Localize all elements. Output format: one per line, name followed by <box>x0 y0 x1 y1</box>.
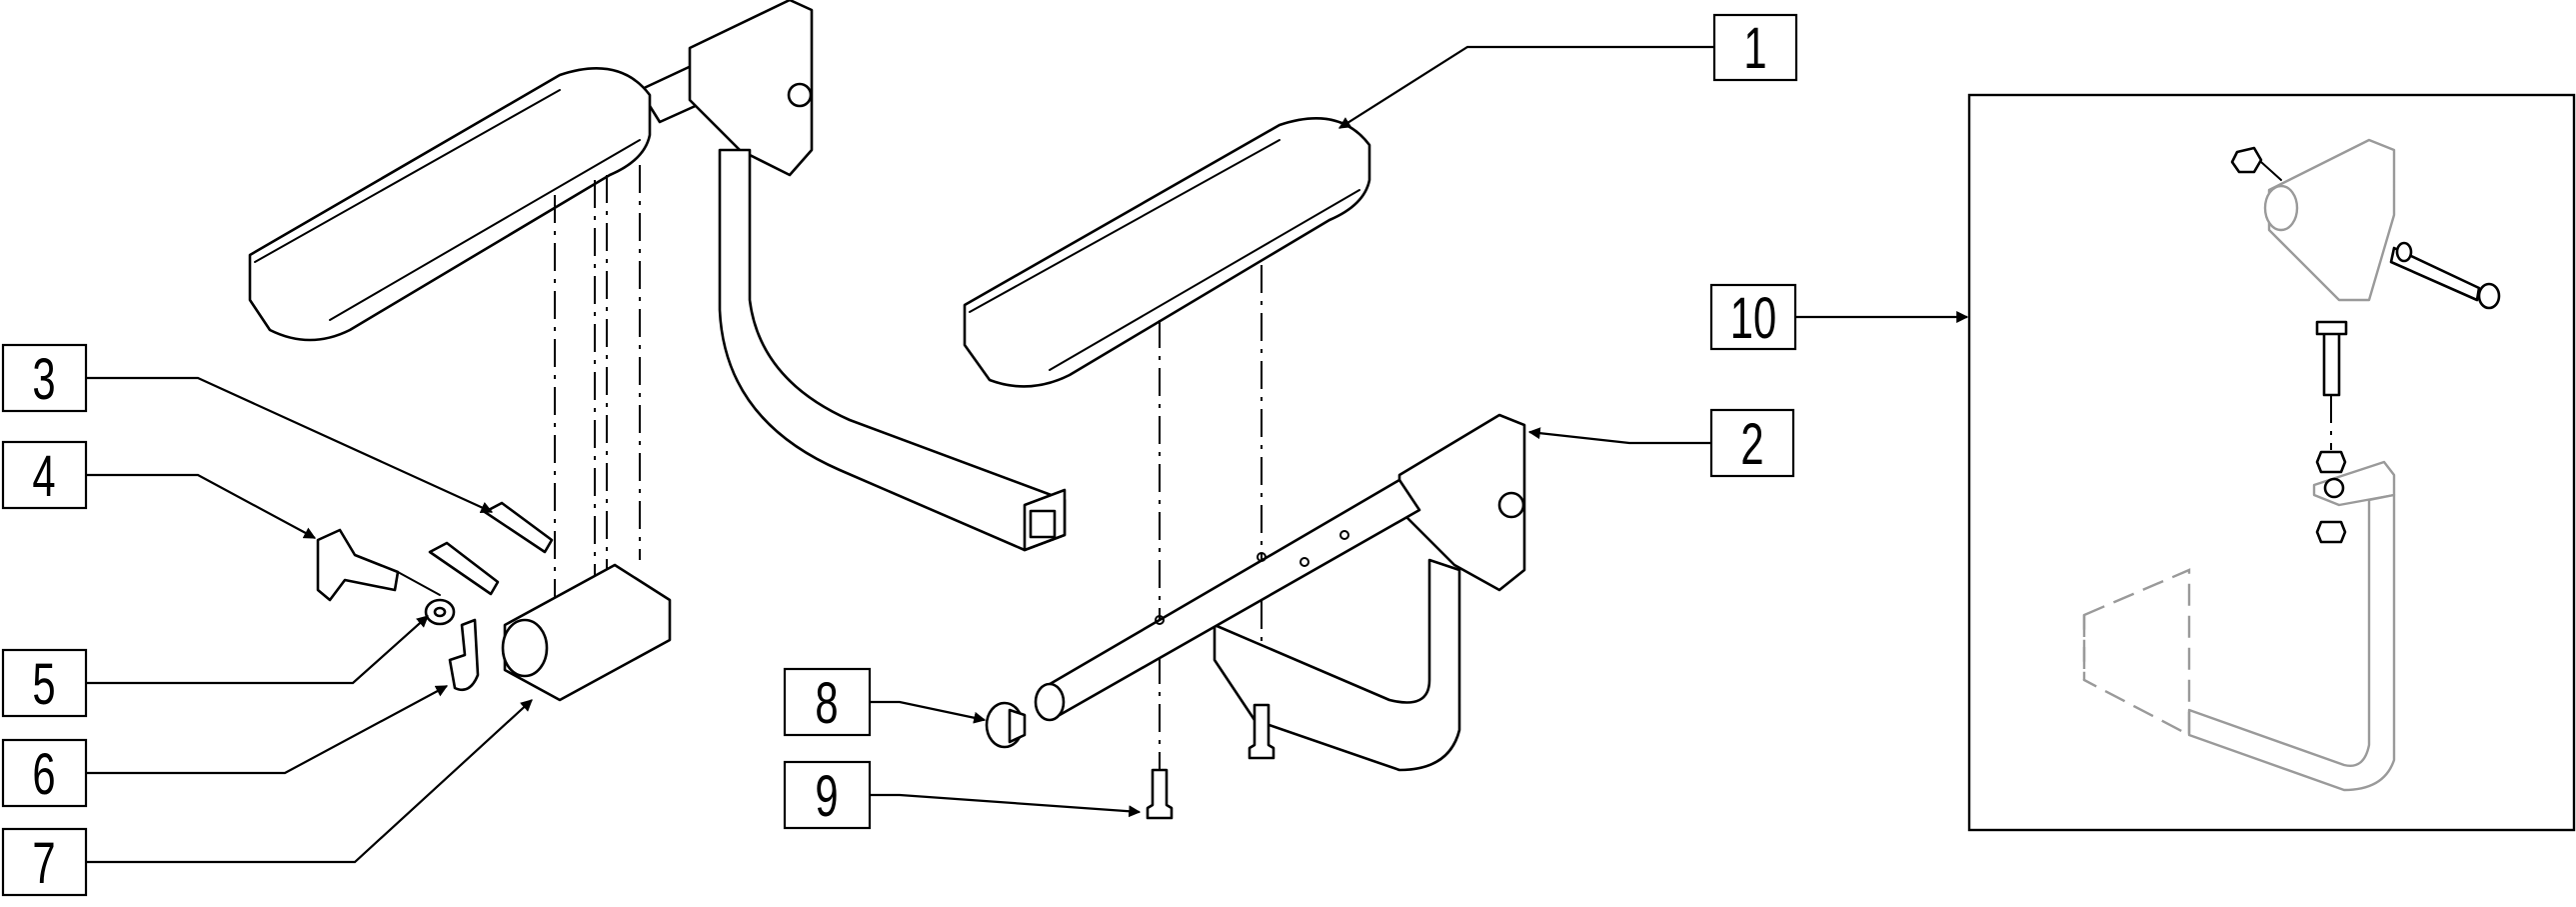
leader-1 <box>1337 45 1714 129</box>
callout-6: 6 <box>1 738 88 808</box>
callout-3-label: 3 <box>32 346 55 411</box>
callout-9-label: 9 <box>815 763 838 828</box>
callout-8-label: 8 <box>815 670 838 735</box>
center-frame-u <box>1213 558 1461 772</box>
leader-7 <box>86 699 533 864</box>
left-armrest-assembly <box>248 0 1067 702</box>
callout-8: 8 <box>783 667 872 737</box>
left-frame-socket <box>688 0 814 177</box>
leader-5 <box>86 615 429 685</box>
detail-nut-lower <box>2315 520 2347 544</box>
detail-nut <box>2230 146 2263 174</box>
bolt-9a <box>1146 768 1174 820</box>
callout-10-label: 10 <box>1730 285 1776 350</box>
callout-9: 9 <box>783 760 872 830</box>
leader-3 <box>86 376 494 514</box>
leader-8 <box>870 700 987 724</box>
center-armrest-assembly <box>963 117 1526 820</box>
left-frame-square-opening <box>1029 509 1057 539</box>
leader-lines <box>86 45 1969 864</box>
callout-6-label: 6 <box>32 741 55 806</box>
callout-7-label: 7 <box>32 830 55 895</box>
callout-2-label: 2 <box>1740 411 1763 476</box>
center-armrest-pad <box>963 117 1371 388</box>
leader-4 <box>86 473 317 539</box>
leader-6 <box>86 685 449 775</box>
leader-9 <box>870 793 1142 818</box>
leader-2 <box>1527 427 1711 445</box>
left-frame-nut <box>787 82 813 108</box>
bolt-9b <box>1248 703 1276 760</box>
callout-3: 3 <box>1 343 88 413</box>
center-frame-nut <box>1497 491 1525 519</box>
detail-bolt-horizontal <box>2389 246 2481 302</box>
callout-1: 1 <box>1712 13 1798 82</box>
detail-frame-u <box>2187 493 2396 792</box>
screw-3b <box>428 541 500 596</box>
clamp-bore <box>501 618 549 678</box>
detail-view <box>1967 93 2576 832</box>
center-frame-socket <box>1397 413 1526 592</box>
callout-4-label: 4 <box>32 443 55 508</box>
callout-7: 7 <box>1 827 88 897</box>
detail-nut-upper <box>2315 450 2347 474</box>
detail-socket <box>2267 138 2396 302</box>
retaining-clip <box>448 618 480 692</box>
callout-5-label: 5 <box>32 651 55 716</box>
callout-4: 4 <box>1 440 88 510</box>
callout-1-label: 1 <box>1743 15 1766 80</box>
clamp-block <box>503 563 672 702</box>
locking-lever <box>316 528 400 602</box>
callout-5: 5 <box>1 648 88 718</box>
callout-2: 2 <box>1709 408 1795 478</box>
left-armrest-pad <box>248 67 652 342</box>
detail-bolt-vertical <box>2322 328 2341 397</box>
screw-3a <box>483 501 554 554</box>
callout-10: 10 <box>1709 283 1797 351</box>
